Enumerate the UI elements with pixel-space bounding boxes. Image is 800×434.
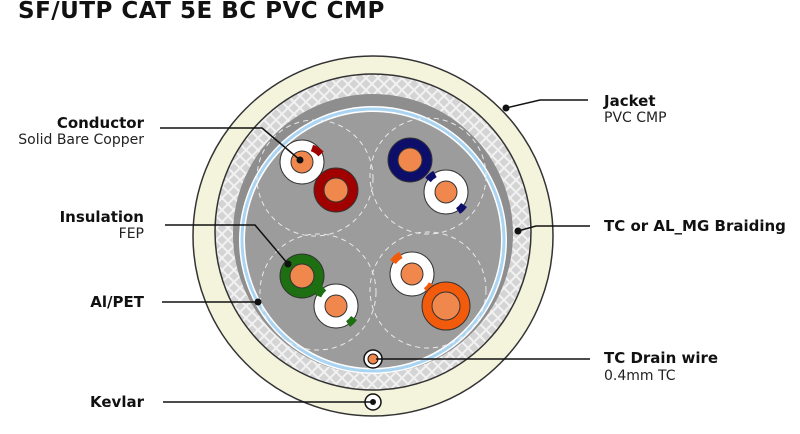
pair-1 bbox=[279, 139, 359, 213]
label-braiding: TC or AL_MG Braiding bbox=[604, 217, 786, 235]
leader-lines bbox=[160, 99, 590, 403]
label-drain-title: TC Drain wire bbox=[604, 349, 718, 367]
label-jacket-title: Jacket bbox=[603, 92, 656, 110]
pair-group-3 bbox=[259, 233, 377, 351]
label-conductor-title: Conductor bbox=[57, 114, 145, 132]
pair-group-1 bbox=[256, 119, 374, 237]
leader-jacket bbox=[505, 99, 588, 109]
label-kevlar: Kevlar bbox=[90, 393, 145, 411]
diagram-title: SF/UTP CAT 5E BC PVC CMP bbox=[18, 0, 385, 24]
pair-group-2 bbox=[369, 117, 487, 235]
label-insulation-title: Insulation bbox=[60, 208, 144, 226]
pair-4 bbox=[389, 251, 471, 331]
foil-blue-line bbox=[240, 107, 506, 373]
label-insulation-sub: FEP bbox=[119, 226, 144, 242]
label-drain-sub: 0.4mm TC bbox=[604, 368, 676, 384]
pair-2 bbox=[387, 137, 469, 215]
leader-braiding bbox=[517, 225, 590, 232]
label-conductor-sub: Solid Bare Copper bbox=[18, 132, 144, 148]
leader-conductor bbox=[160, 127, 301, 161]
leader-insulation bbox=[165, 224, 289, 265]
label-jacket-sub: PVC CMP bbox=[604, 110, 667, 126]
label-alpet: Al/PET bbox=[90, 293, 144, 311]
pair-group-4 bbox=[369, 231, 487, 349]
